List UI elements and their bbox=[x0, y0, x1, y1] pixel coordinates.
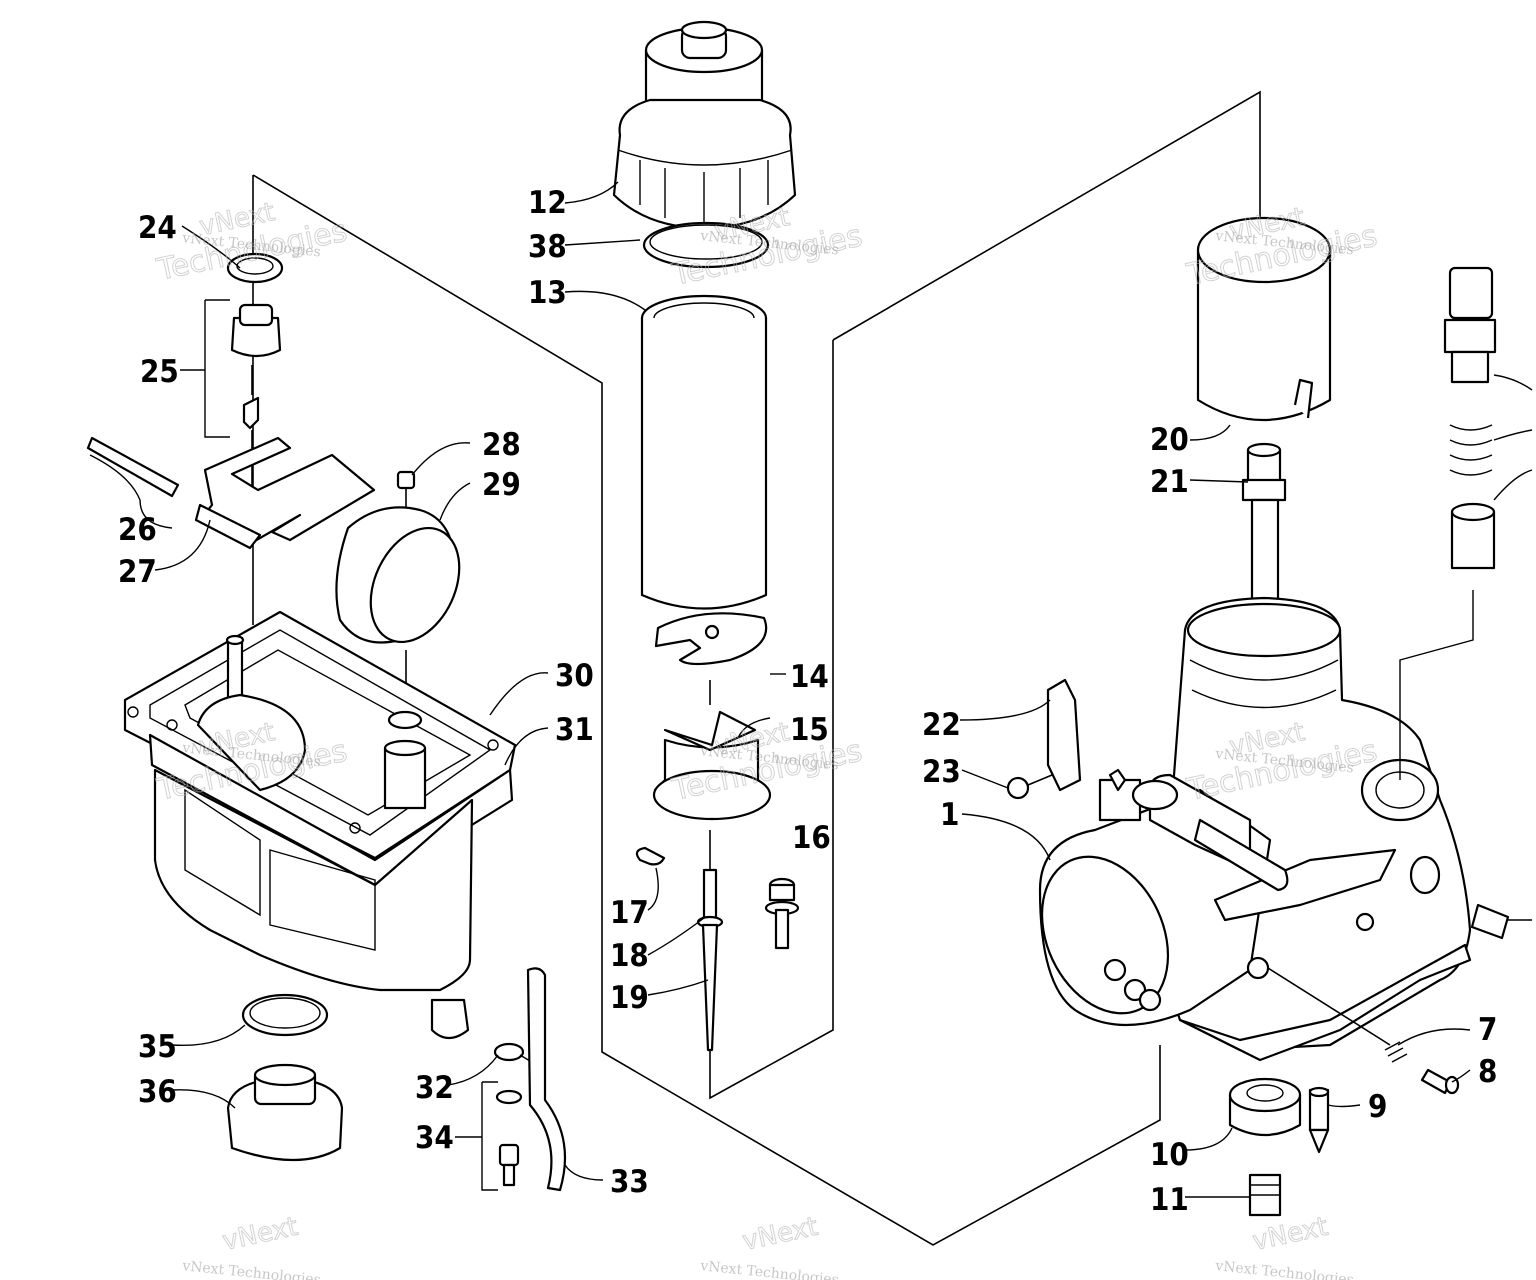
watermark: vNext bbox=[1249, 1211, 1331, 1257]
svg-text:vNext Technologies: vNext Technologies bbox=[699, 1258, 840, 1280]
part-34-screw-washer bbox=[495, 1089, 523, 1187]
part-8-screw bbox=[1420, 1068, 1460, 1095]
callout-17: 17 bbox=[610, 895, 649, 931]
part-38-o-ring bbox=[642, 221, 770, 269]
callout-10: 10 bbox=[1150, 1137, 1189, 1173]
callout-8: 8 bbox=[1478, 1054, 1497, 1090]
callout-12: 12 bbox=[528, 185, 567, 221]
callout-15: 15 bbox=[790, 712, 829, 748]
part-35-o-ring bbox=[241, 993, 329, 1037]
callout-26: 26 bbox=[118, 512, 157, 548]
part-7-spring bbox=[1267, 967, 1408, 1063]
callout-28: 28 bbox=[482, 427, 521, 463]
callout-34: 34 bbox=[415, 1120, 454, 1156]
assembly-boundary-lines bbox=[252, 90, 1261, 1246]
callout-35: 35 bbox=[138, 1029, 177, 1065]
callout-27: 27 bbox=[118, 554, 157, 590]
part-16-screw bbox=[764, 877, 800, 950]
svg-text:vNext: vNext bbox=[1250, 1212, 1331, 1257]
callout-33: 33 bbox=[610, 1164, 649, 1200]
callout-22: 22 bbox=[922, 707, 961, 743]
leader-lines bbox=[89, 181, 1533, 1198]
svg-text:vNext Technologies: vNext Technologies bbox=[1214, 1258, 1355, 1280]
part-1-carburetor-body bbox=[1038, 596, 1472, 1062]
part-33-hose bbox=[526, 967, 567, 1192]
part-14-plate bbox=[654, 612, 768, 666]
part-25-float-valve bbox=[230, 303, 282, 500]
callouts: 1 7 8 9 10 11 12 13 14 15 16 17 18 19 20… bbox=[118, 185, 1497, 1218]
callout-11: 11 bbox=[1150, 1182, 1189, 1218]
part-9-jet bbox=[1308, 1086, 1330, 1154]
callout-14: 14 bbox=[790, 659, 829, 695]
watermark: vNext bbox=[219, 1211, 301, 1257]
part-15-holder bbox=[652, 710, 772, 821]
svg-text:vNext: vNext bbox=[740, 1212, 821, 1257]
callout-19: 19 bbox=[610, 980, 649, 1016]
part-26-pin bbox=[86, 436, 180, 498]
callout-23: 23 bbox=[922, 754, 961, 790]
part-13-spring bbox=[640, 294, 768, 610]
part-22-bracket bbox=[1046, 678, 1082, 792]
callout-20: 20 bbox=[1150, 422, 1189, 458]
callout-16: 16 bbox=[792, 820, 831, 856]
right-edge-parts bbox=[1443, 266, 1510, 940]
part-21-throttle-shaft bbox=[1241, 442, 1287, 617]
callout-30: 30 bbox=[555, 658, 594, 694]
part-11-main-jet bbox=[1248, 1173, 1282, 1217]
watermark: vNext bbox=[739, 1211, 821, 1257]
callout-7: 7 bbox=[1478, 1012, 1497, 1048]
part-27-float-arm bbox=[194, 436, 376, 550]
part-17-clip bbox=[635, 846, 666, 866]
callout-1: 1 bbox=[940, 797, 959, 833]
callout-9: 9 bbox=[1368, 1089, 1387, 1125]
part-10-jet-holder bbox=[1228, 1077, 1302, 1136]
callout-31: 31 bbox=[555, 712, 594, 748]
part-36-drain-plug bbox=[226, 1063, 344, 1162]
part-23-screw bbox=[1006, 774, 1053, 800]
svg-text:vNext Technologies: vNext Technologies bbox=[181, 1258, 322, 1280]
callout-21: 21 bbox=[1150, 464, 1189, 500]
callout-24: 24 bbox=[138, 210, 177, 246]
part-29-float bbox=[335, 506, 461, 644]
part-20-throttle-slide bbox=[1196, 216, 1332, 421]
callout-13: 13 bbox=[528, 275, 567, 311]
svg-text:vNext: vNext bbox=[220, 1212, 301, 1257]
part-12-cap bbox=[612, 20, 797, 230]
callout-18: 18 bbox=[610, 938, 649, 974]
part-28-pin bbox=[396, 470, 416, 520]
part-18-19-needle bbox=[696, 868, 724, 1052]
callout-38: 38 bbox=[528, 229, 567, 265]
part-30-31-float-bowl bbox=[123, 610, 517, 1040]
callout-25: 25 bbox=[140, 354, 179, 390]
callout-29: 29 bbox=[482, 467, 521, 503]
part-24-washer bbox=[226, 252, 284, 284]
callout-36: 36 bbox=[138, 1074, 177, 1110]
callout-32: 32 bbox=[415, 1070, 454, 1106]
